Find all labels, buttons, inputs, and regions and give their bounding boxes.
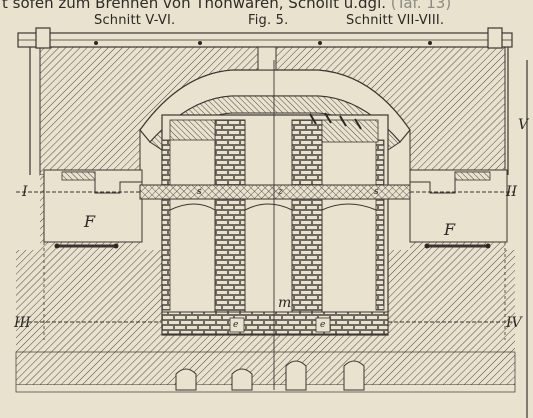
right-vault-block	[321, 119, 379, 143]
basement-outline	[15, 351, 516, 393]
flame-arrows	[309, 112, 362, 130]
right-beam-anchor	[487, 27, 503, 49]
kiln-chamber	[161, 114, 389, 336]
left-grate-end-a	[54, 243, 60, 249]
label-z: z	[278, 187, 283, 197]
basement-arch-2	[231, 368, 253, 391]
lower-margin	[16, 385, 515, 418]
mid-crossbeam	[139, 184, 411, 200]
center-brick-pillar	[291, 119, 323, 321]
label-m: m	[278, 295, 292, 311]
page-header-text: t sofen zum Brennen von Thonwaren, Schol…	[2, 0, 522, 11]
label-F-left: F	[84, 212, 96, 231]
caption-section-vii-viii: Schnitt VII-VIII.	[346, 13, 445, 28]
header-text: t sofen zum Brennen von Thonwaren, Schol…	[2, 0, 387, 11]
label-e-left: e	[233, 320, 239, 330]
right-chamber-wall	[375, 139, 385, 311]
basement-arch-4	[343, 360, 365, 391]
arch-1	[169, 203, 216, 211]
left-vault-block	[169, 119, 216, 141]
right-grate-end-a	[424, 243, 430, 249]
label-V: V	[518, 117, 529, 133]
left-step-cap	[61, 171, 96, 181]
right-fire-chamber	[409, 169, 508, 243]
label-s-left: s	[197, 187, 202, 197]
arch-2	[244, 203, 293, 211]
right-step-cap	[454, 171, 491, 181]
left-fire-chamber	[43, 169, 143, 243]
label-e-right: e	[320, 320, 326, 330]
left-chamber-wall	[161, 139, 171, 311]
beam-rivet-2	[198, 41, 202, 45]
right-grate-end-b	[485, 243, 491, 249]
left-beam-anchor	[35, 27, 51, 49]
left-grate-end-b	[113, 243, 119, 249]
basement-arch-3	[285, 360, 307, 391]
label-I: I	[22, 184, 28, 200]
arch-3	[321, 203, 377, 211]
beam-rivet-3	[318, 41, 322, 45]
header-reference: (Taf. 13)	[386, 0, 452, 11]
floor-duct-left	[229, 317, 245, 333]
chamber-floor	[161, 311, 389, 335]
caption-section-v-vi: Schnitt V-VI.	[94, 13, 176, 28]
basement-arch-1	[175, 368, 197, 391]
caption-fig-5: Fig. 5.	[248, 13, 289, 28]
top-flue-slot	[257, 46, 277, 71]
label-IV: IV	[506, 315, 522, 331]
floor-duct-right	[315, 317, 331, 333]
label-s-right: s	[374, 187, 379, 197]
label-II: II	[506, 184, 518, 200]
left-brick-pillar	[214, 119, 246, 321]
label-III: III	[14, 315, 31, 331]
beam-rivet-1	[94, 41, 98, 45]
beam-rivet-4	[428, 41, 432, 45]
label-F-right: F	[444, 220, 456, 239]
